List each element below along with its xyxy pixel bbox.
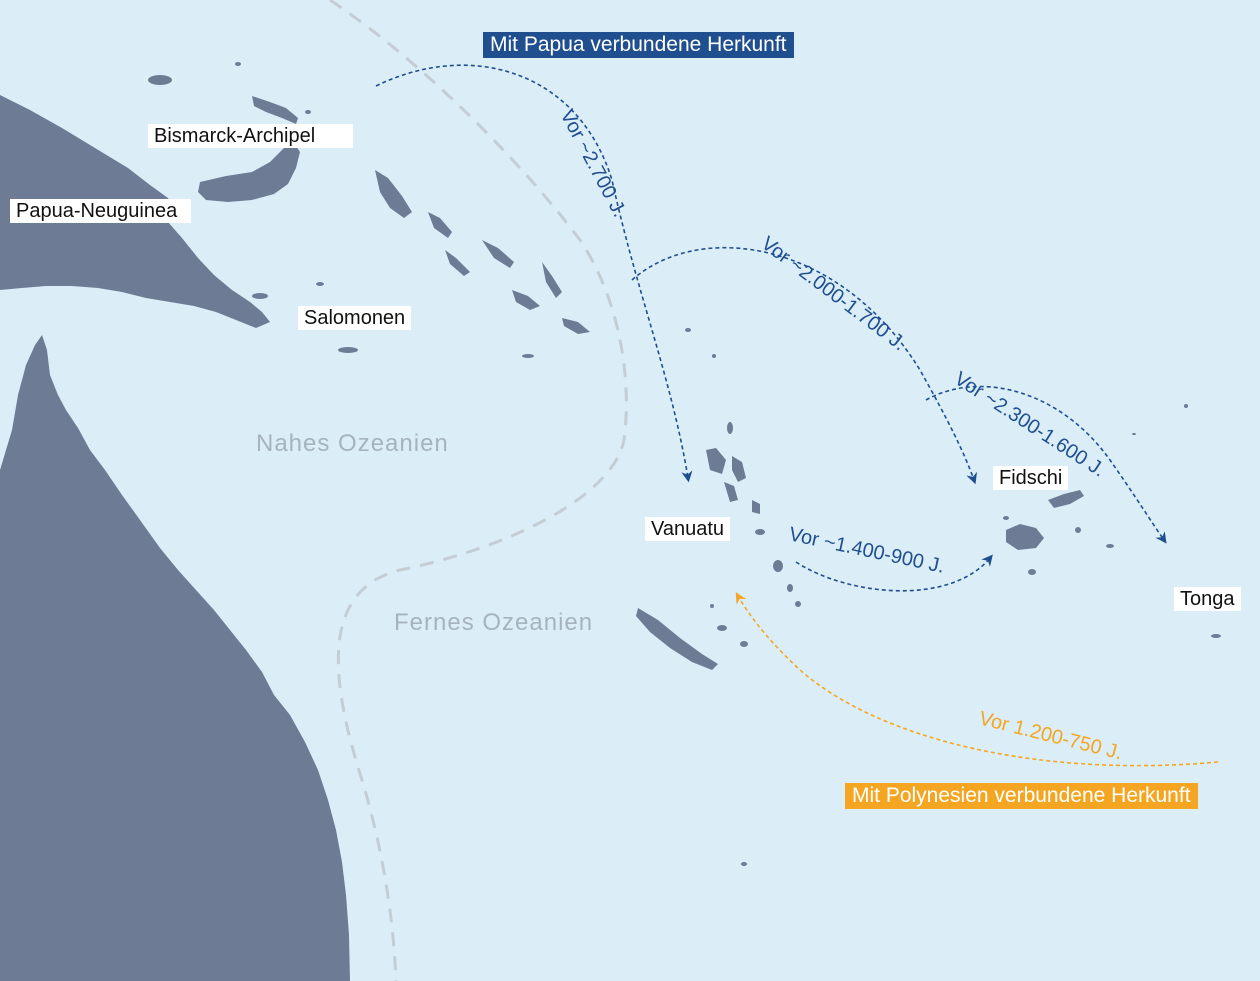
label-fidschi: Fidschi <box>993 466 1069 490</box>
island <box>1075 527 1081 533</box>
island <box>740 641 748 647</box>
island <box>305 110 311 114</box>
near-remote-oceania-boundary <box>329 0 628 981</box>
vanuatu-island <box>706 448 726 474</box>
island <box>338 347 358 353</box>
label-tonga: Tonga <box>1174 587 1241 611</box>
island <box>787 584 793 592</box>
island <box>712 354 716 358</box>
label-bismarck-archipel: Bismarck-Archipel <box>148 124 354 148</box>
solomon-island <box>542 262 562 298</box>
island <box>795 601 801 607</box>
island <box>741 862 747 866</box>
route-label-1200-750: Vor 1.200-750 J. <box>977 708 1125 765</box>
island <box>1211 634 1221 638</box>
bougainville-island <box>375 170 412 218</box>
island <box>522 354 534 358</box>
vanuatu-island <box>752 500 760 514</box>
region-label-remote-oceania: Fernes Ozeanien <box>394 609 594 636</box>
island <box>755 529 765 535</box>
new-caledonia-island <box>636 608 718 670</box>
legend-polynesia: Mit Polynesien verbundene Herkunft <box>845 783 1198 809</box>
island <box>717 625 727 631</box>
label-papua-neuguinea: Papua-Neuguinea <box>10 199 192 223</box>
island <box>1003 516 1009 520</box>
route-path-2700 <box>375 64 693 483</box>
route-path-2000-1700 <box>631 246 978 485</box>
vanuatu-island <box>724 482 738 502</box>
island <box>685 328 691 332</box>
new-britain-island <box>198 140 300 202</box>
route-path-1400-900 <box>795 554 993 592</box>
route-path-2300-1600 <box>925 385 1167 544</box>
island <box>773 560 783 572</box>
island <box>235 62 241 66</box>
island <box>1132 433 1136 435</box>
island <box>1184 404 1188 408</box>
solomon-island <box>482 240 514 268</box>
australia-landmass <box>0 335 350 981</box>
vanuatu-island <box>732 456 746 482</box>
island <box>148 75 172 85</box>
solomon-island <box>512 290 540 310</box>
island <box>1028 569 1036 575</box>
label-vanuatu: Vanuatu <box>645 517 731 541</box>
solomon-island <box>445 250 470 276</box>
island <box>316 282 324 286</box>
island <box>1106 544 1114 548</box>
vanua-levu-island <box>1048 490 1084 508</box>
new-ireland-island <box>252 96 298 124</box>
solomon-island <box>562 318 590 334</box>
route-label-2700: Vor ~2.700 J. <box>556 106 631 221</box>
viti-levu-island <box>1006 524 1044 550</box>
label-salomonen: Salomonen <box>298 306 412 330</box>
legend-papua: Mit Papua verbundene Herkunft <box>483 32 794 58</box>
solomon-island <box>428 212 452 238</box>
route-label-2300-1600: Vor ~2.300-1.600 J. <box>950 368 1109 482</box>
island <box>252 293 268 299</box>
region-label-near-oceania: Nahes Ozeanien <box>256 430 449 457</box>
route-path-1200-750 <box>735 592 1219 767</box>
island <box>710 604 714 608</box>
island <box>40 265 50 271</box>
island <box>727 422 733 434</box>
route-label-2000-1700: Vor ~2.000-1.700 J. <box>757 232 910 355</box>
